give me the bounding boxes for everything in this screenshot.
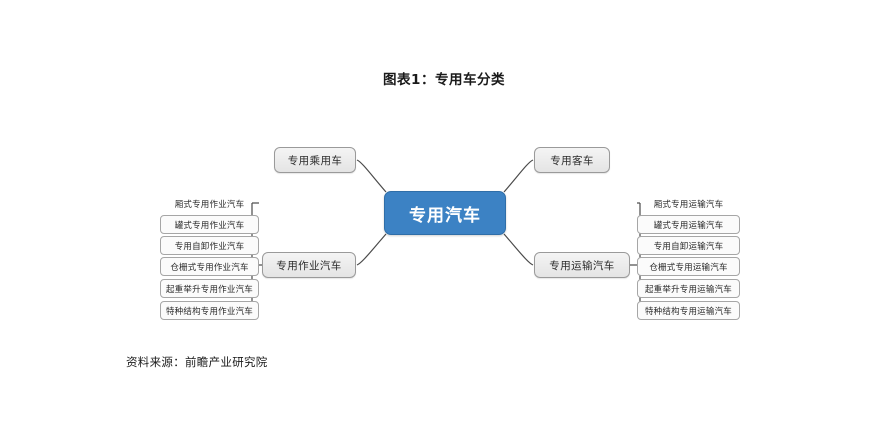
branch-node-passenger[interactable]: 专用乘用车	[274, 147, 356, 173]
source-note: 资料来源：前瞻产业研究院	[126, 355, 268, 369]
leaf-transport-1[interactable]: 厢式专用运输汽车	[653, 199, 724, 210]
leaf-operation-5[interactable]: 起重举升专用作业汽车	[160, 279, 259, 298]
leaf-transport-5[interactable]: 起重举升专用运输汽车	[637, 279, 740, 298]
leaf-operation-2[interactable]: 罐式专用作业汽车	[160, 215, 259, 234]
branch-node-transport[interactable]: 专用运输汽车	[534, 252, 630, 278]
leaf-transport-4[interactable]: 仓栅式专用运输汽车	[637, 257, 740, 276]
branch-node-bus[interactable]: 专用客车	[534, 147, 610, 173]
figure-title: 图表1：专用车分类	[383, 72, 505, 88]
leaf-transport-2[interactable]: 罐式专用运输汽车	[637, 215, 740, 234]
leaf-transport-3[interactable]: 专用自卸运输汽车	[637, 236, 740, 255]
leaf-operation-6[interactable]: 特种结构专用作业汽车	[160, 301, 259, 320]
leaf-operation-4[interactable]: 仓栅式专用作业汽车	[160, 257, 259, 276]
leaf-operation-3[interactable]: 专用自卸作业汽车	[160, 236, 259, 255]
edge-center-bus	[503, 159, 534, 193]
branch-node-operation[interactable]: 专用作业汽车	[262, 252, 356, 278]
edge-center-transport	[503, 233, 534, 266]
edge-center-passenger	[356, 159, 387, 193]
leaf-transport-6[interactable]: 特种结构专用运输汽车	[637, 301, 740, 320]
leaf-operation-1[interactable]: 厢式专用作业汽车	[174, 199, 245, 210]
center-node[interactable]: 专用汽车	[384, 191, 506, 235]
edge-center-operation	[356, 233, 387, 266]
